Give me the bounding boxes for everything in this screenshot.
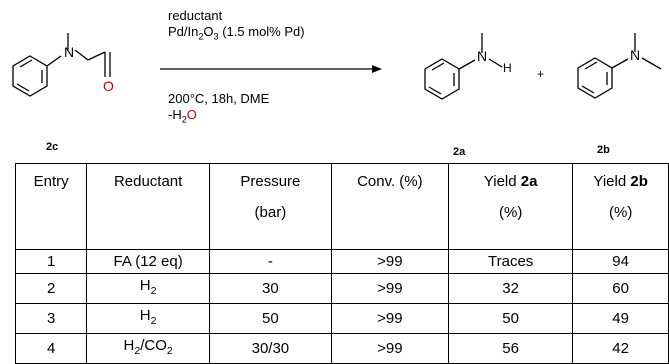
- cell-yield-2a: 56: [447, 333, 574, 364]
- product-a-h-atom: H: [503, 61, 512, 75]
- cell-pressure: 30: [209, 273, 332, 304]
- condition-catalyst: Pd/In2O3 (1.5 mol% Pd): [168, 24, 305, 42]
- cell-reductant: FA (12 eq): [86, 249, 211, 274]
- cell-reductant: H2/CO2: [86, 333, 211, 364]
- reaction-scheme: N O N H N: [12, 33, 662, 100]
- product-b-n-atom: N: [630, 47, 640, 63]
- cell-conversion: >99: [330, 273, 450, 304]
- cell-yield-2a: 50: [447, 303, 574, 334]
- cell-yield-2b: 94: [572, 249, 669, 274]
- cell-conversion: >99: [330, 249, 450, 274]
- table-header-row: Entry Reductant Pressure(bar) Conv. (%) …: [14, 163, 669, 250]
- cell-yield-2b: 60: [572, 273, 669, 304]
- label-2b: 2b: [597, 144, 610, 156]
- cell-pressure: -: [209, 249, 332, 274]
- product-structure-2a: [424, 33, 503, 100]
- header-pressure: Pressure(bar): [209, 163, 332, 250]
- product-a-n-atom: N: [477, 48, 487, 64]
- condition-water-loss: -H2O: [168, 107, 197, 125]
- header-conversion: Conv. (%): [330, 163, 450, 250]
- cell-conversion: >99: [330, 333, 450, 364]
- cell-entry: 2: [14, 273, 88, 304]
- table-row: 4 H2/CO2 30/30 >99 56 42: [14, 333, 669, 364]
- plus-sign: +: [537, 67, 545, 81]
- label-2c: 2c: [46, 141, 59, 153]
- table-row: 3 H2 50 >99 50 49: [14, 303, 669, 334]
- cell-pressure: 50: [209, 303, 332, 334]
- cell-yield-2a: 32: [447, 273, 574, 304]
- reactant-structure-2c: [12, 33, 111, 97]
- table-row: 1 FA (12 eq) - >99 Traces 94: [14, 249, 669, 274]
- reactant-o-atom: O: [103, 78, 114, 94]
- table-row: 2 H2 30 >99 32 60: [14, 273, 669, 304]
- header-yield-2b: Yield 2b(%): [572, 163, 669, 250]
- cell-entry: 3: [14, 303, 88, 334]
- header-reductant: Reductant: [86, 163, 211, 250]
- cell-yield-2b: 49: [572, 303, 669, 334]
- cell-yield-2b: 42: [572, 333, 669, 364]
- cell-yield-2a: Traces: [447, 249, 574, 274]
- condition-temperature-time-solvent: 200°C, 18h, DME: [168, 91, 270, 106]
- cell-entry: 4: [14, 333, 88, 364]
- cell-conversion: >99: [330, 303, 450, 334]
- cell-reductant: H2: [86, 273, 211, 304]
- results-table: Entry Reductant Pressure(bar) Conv. (%) …: [14, 163, 669, 364]
- cell-pressure: 30/30: [209, 333, 332, 364]
- label-2a: 2a: [453, 146, 466, 158]
- condition-reductant: reductant: [168, 8, 223, 23]
- header-entry: Entry: [14, 163, 88, 250]
- reaction-arrow: [160, 65, 382, 73]
- cell-reductant: H2: [86, 303, 211, 334]
- reactant-n-atom: N: [64, 44, 74, 60]
- product-structure-2b: [577, 33, 662, 99]
- cell-entry: 1: [14, 249, 88, 274]
- header-yield-2a: Yield 2a(%): [447, 163, 574, 250]
